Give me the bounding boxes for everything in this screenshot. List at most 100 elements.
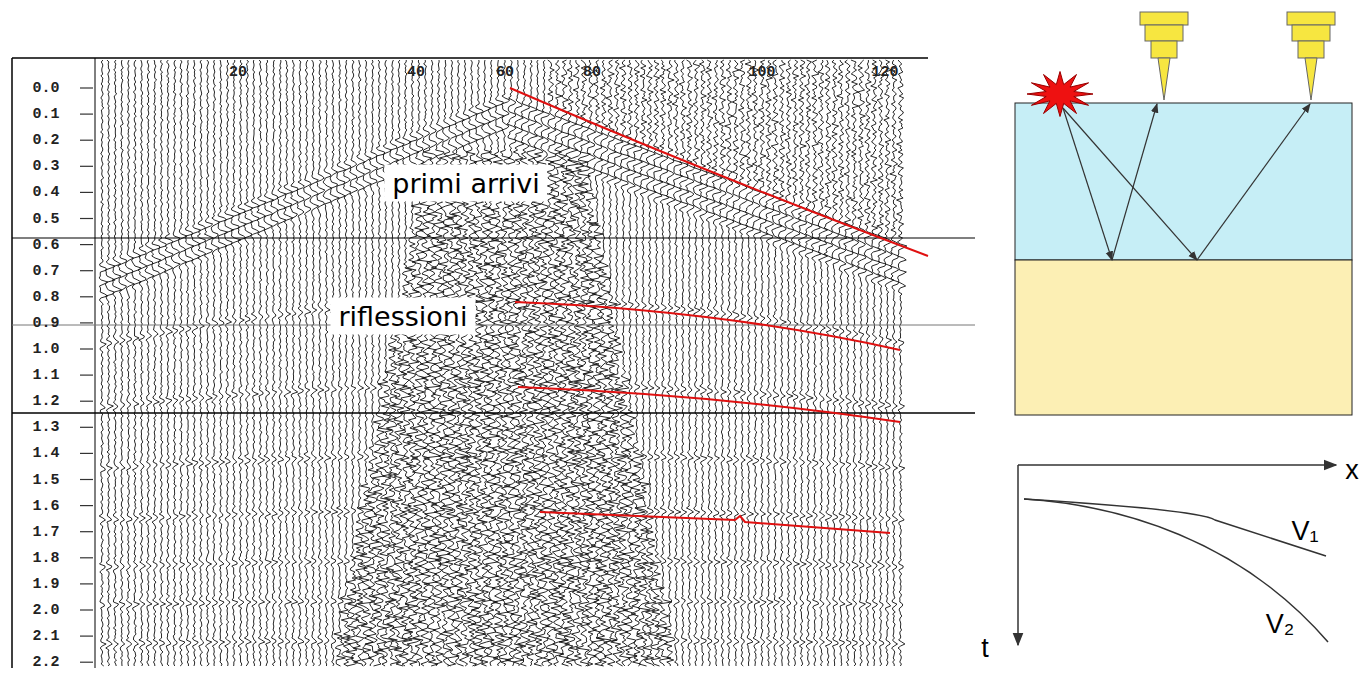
seismic-trace — [179, 60, 187, 666]
seismic-trace — [851, 60, 860, 666]
seismic-trace — [844, 60, 854, 666]
seismic-trace — [805, 60, 814, 666]
seismic-trace — [158, 60, 166, 666]
layer-model — [1015, 12, 1352, 415]
trace-number: 40 — [407, 64, 425, 81]
seismic-trace — [798, 60, 807, 666]
axis-label: t — [981, 633, 989, 664]
axis-tick — [80, 322, 93, 323]
seismic-trace — [765, 60, 774, 666]
panel-frame — [12, 58, 975, 668]
seismic-trace — [283, 60, 293, 666]
tx-plot — [1018, 465, 1336, 645]
axis-tick — [80, 531, 93, 532]
curve-label: V₂ — [1266, 609, 1295, 640]
axis-tick — [80, 505, 93, 506]
time-value: 1.5 — [32, 471, 59, 488]
seismic-trace — [317, 60, 325, 666]
seismic-trace — [778, 60, 787, 666]
seismic-trace — [609, 60, 627, 666]
seismic-trace — [818, 60, 828, 666]
axis-tick — [80, 244, 93, 245]
seismic-trace — [125, 60, 135, 666]
seismic-trace — [334, 60, 346, 666]
seismic-trace — [310, 60, 319, 666]
axis-tick — [80, 348, 93, 349]
seismic-trace — [346, 60, 358, 666]
seismic-trace — [550, 60, 568, 666]
seismic-trace — [686, 60, 695, 666]
seismic-trace — [99, 60, 108, 666]
seismic-trace — [785, 60, 795, 666]
seismic-trace — [291, 60, 299, 666]
axis-tick — [80, 296, 93, 297]
axis-label: x — [1345, 455, 1359, 486]
time-value: 0.9 — [32, 314, 59, 331]
time-value: 2.1 — [32, 628, 59, 645]
axis-tick — [80, 166, 93, 167]
seismic-trace — [257, 60, 266, 666]
seismic-trace — [597, 60, 612, 666]
trace-number: 100 — [748, 64, 775, 81]
seismic-trace — [679, 60, 689, 666]
time-value: 0.6 — [32, 236, 59, 253]
explosion-symbol — [1027, 72, 1093, 117]
seismic-trace — [857, 60, 866, 666]
time-value: 1.0 — [32, 341, 59, 358]
event-label: riflessioni — [331, 298, 476, 335]
axis-tick — [80, 453, 93, 454]
axis-ticks — [80, 88, 93, 662]
seismic-trace — [811, 60, 821, 666]
seismic-trace — [204, 60, 213, 666]
seismic-trace — [563, 60, 579, 666]
time-value: 0.0 — [32, 80, 59, 97]
seismic-trace — [399, 60, 414, 666]
seismic-trace — [277, 60, 286, 666]
trace-number: 80 — [583, 64, 601, 81]
seismic-trace — [712, 60, 723, 666]
seismic-trace — [118, 60, 128, 666]
event-label: primi arrivi — [384, 165, 547, 202]
picked-events — [510, 88, 928, 533]
seismic-trace — [297, 60, 304, 666]
axis-tick — [80, 375, 93, 376]
trace-number: 120 — [871, 64, 898, 81]
seismic-trace — [864, 60, 874, 666]
time-value: 1.4 — [32, 445, 59, 462]
seismic-trace — [271, 60, 278, 666]
seismic-trace — [732, 60, 741, 666]
seismic-trace — [437, 60, 453, 666]
time-value: 0.2 — [32, 132, 59, 149]
time-value: 1.9 — [32, 575, 59, 592]
seismic-trace — [218, 60, 228, 666]
seismic-trace — [672, 60, 683, 666]
time-value: 1.7 — [32, 523, 59, 540]
seismic-trace — [738, 60, 748, 666]
seismic-trace — [164, 60, 173, 666]
seismic-trace — [477, 60, 494, 666]
time-value: 1.1 — [32, 367, 59, 384]
seismic-trace — [191, 60, 200, 666]
time-value: 0.4 — [32, 184, 59, 201]
seismic-trace — [304, 60, 311, 666]
seismic-trace — [706, 60, 716, 666]
trace-number: 60 — [496, 64, 514, 81]
seismic-trace — [693, 60, 703, 666]
seismic-trace — [745, 60, 754, 666]
axis-tick — [80, 557, 93, 558]
axis-tick — [80, 609, 93, 610]
time-value: 0.3 — [32, 158, 59, 175]
axis-tick — [80, 192, 93, 193]
axis-tick — [80, 140, 93, 141]
seismic-trace — [725, 60, 734, 666]
seismic-trace — [771, 60, 782, 666]
seismic-trace — [890, 60, 899, 666]
trace-number: 20 — [229, 64, 247, 81]
seismic-trace — [264, 60, 274, 666]
seismic-trace — [752, 60, 761, 666]
seismic-trace — [870, 60, 880, 666]
time-value: 1.3 — [32, 419, 59, 436]
axis-tick — [80, 479, 93, 480]
seismic-trace — [791, 60, 801, 666]
